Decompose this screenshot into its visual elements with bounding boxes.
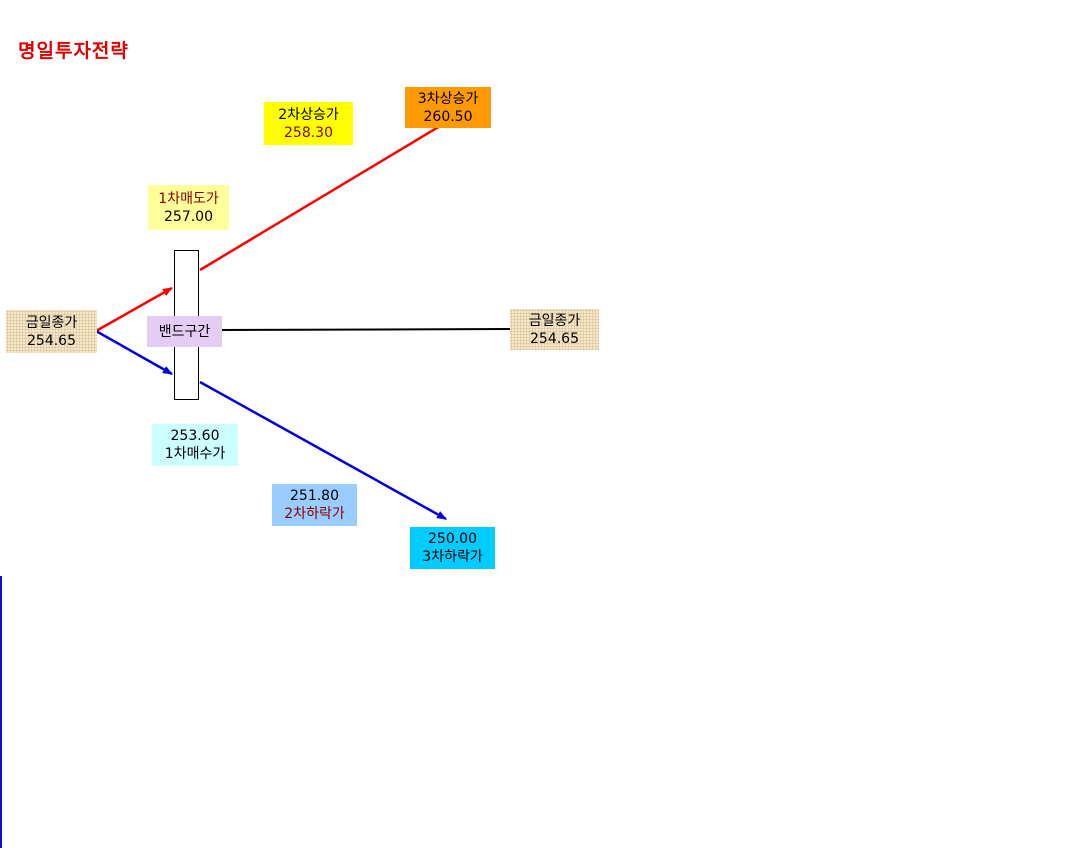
up2-value: 258.30 [284, 124, 333, 141]
sell1-box: 1차매도가 257.00 [148, 185, 229, 230]
band-label: 밴드구간 [158, 323, 211, 340]
close-right-name: 금일종가 [528, 312, 581, 329]
down2-box: 251.80 2차하락가 [272, 484, 357, 526]
buy1-name: 1차매수가 [164, 446, 226, 462]
down3-value: 250.00 [428, 531, 477, 547]
close-right-value: 254.65 [530, 330, 579, 347]
up-arrow-to-band [95, 286, 173, 333]
left-edge-rule [0, 576, 2, 848]
down-arrow-to-band [95, 329, 173, 376]
down2-name: 2차하락가 [284, 506, 345, 522]
flat-line-to-close [219, 328, 513, 331]
close-right-box: 금일종가 254.65 [510, 309, 599, 350]
close-left-value: 254.65 [27, 332, 76, 349]
up2-name: 2차상승가 [278, 106, 339, 123]
up-line-to-target3 [199, 124, 441, 272]
close-left-box: 금일종가 254.65 [6, 310, 97, 353]
up2-box: 2차상승가 258.30 [264, 102, 353, 145]
buy1-box: 253.60 1차매수가 [152, 424, 238, 466]
up3-box: 3차상승가 260.50 [405, 87, 491, 128]
down3-box: 250.00 3차하락가 [410, 527, 495, 569]
sell1-value: 257.00 [164, 208, 213, 225]
up3-name: 3차상승가 [417, 90, 479, 107]
down3-name: 3차하락가 [422, 549, 483, 565]
down2-value: 251.80 [290, 488, 339, 504]
close-left-name: 금일종가 [25, 314, 78, 331]
down-line-to-target3 [199, 380, 447, 521]
buy1-value: 253.60 [170, 428, 220, 444]
page-title: 명일투자전략 [18, 40, 129, 62]
band-label-box: 밴드구간 [147, 316, 222, 347]
sell1-name: 1차매도가 [158, 190, 219, 207]
up3-value: 260.50 [423, 108, 473, 125]
